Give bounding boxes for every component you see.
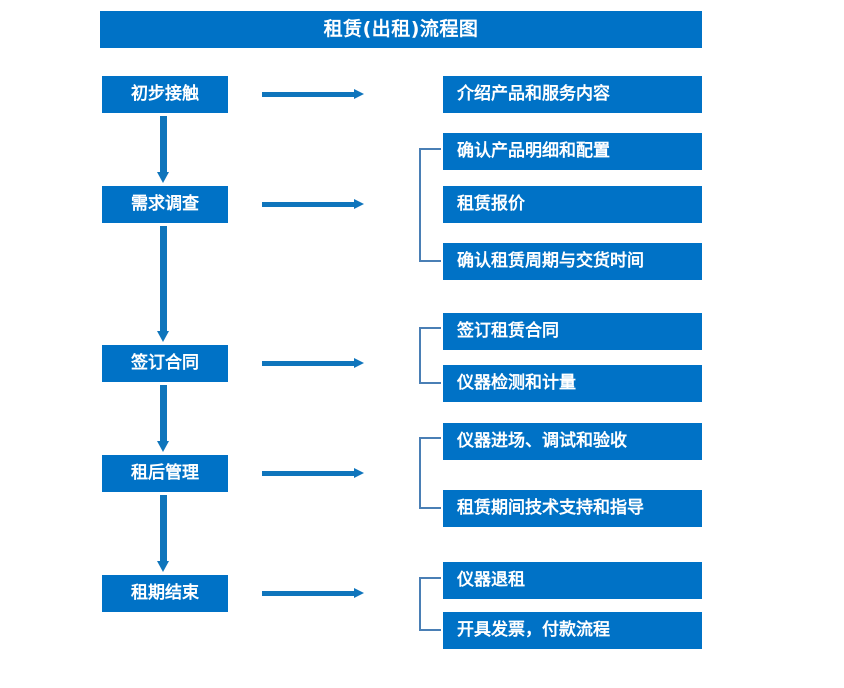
detail-node-label: 确认租赁周期与交货时间: [457, 251, 644, 271]
arrow-stem: [262, 92, 354, 97]
detail-node-label: 开具发票，付款流程: [457, 620, 610, 640]
stage-node-label: 签订合同: [131, 353, 199, 373]
arrow-stem: [160, 495, 167, 561]
arrow-head: [157, 561, 169, 572]
detail-node[interactable]: 租赁期间技术支持和指导: [443, 490, 702, 527]
stage-node-label: 初步接触: [131, 84, 199, 104]
group-bracket-icon: [419, 577, 441, 631]
detail-node-label: 租赁报价: [457, 194, 525, 214]
detail-node[interactable]: 租赁报价: [443, 186, 702, 223]
detail-node[interactable]: 开具发票，付款流程: [443, 612, 702, 649]
arrow-stem: [160, 385, 167, 441]
arrow-head: [354, 89, 364, 99]
vertical-arrow-icon: [157, 116, 170, 183]
detail-node[interactable]: 确认产品明细和配置: [443, 133, 702, 170]
detail-node-label: 确认产品明细和配置: [457, 141, 610, 161]
detail-node[interactable]: 确认租赁周期与交货时间: [443, 243, 702, 280]
detail-node-label: 仪器退租: [457, 570, 525, 590]
arrow-stem: [262, 591, 354, 596]
arrow-head: [354, 199, 364, 209]
vertical-arrow-icon: [157, 385, 170, 452]
arrow-stem: [262, 471, 354, 476]
detail-node[interactable]: 仪器进场、调试和验收: [443, 423, 702, 460]
vertical-arrow-icon: [157, 495, 170, 572]
detail-node[interactable]: 仪器检测和计量: [443, 365, 702, 402]
arrow-stem: [262, 202, 354, 207]
detail-node-label: 签订租赁合同: [457, 321, 559, 341]
arrow-stem: [160, 226, 167, 331]
chart-title-bar: 租赁(出租)流程图: [100, 11, 702, 48]
detail-node-label: 介绍产品和服务内容: [457, 84, 610, 104]
arrow-stem: [160, 116, 167, 172]
group-bracket-icon: [419, 437, 441, 509]
horizontal-arrow-icon: [262, 89, 364, 100]
arrow-stem: [262, 361, 354, 366]
stage-node-label: 租期结束: [131, 583, 199, 603]
page-title: 租赁(出租)流程图: [323, 18, 479, 40]
stage-node-label: 需求调查: [131, 194, 199, 214]
detail-node[interactable]: 介绍产品和服务内容: [443, 76, 702, 113]
arrow-head: [157, 441, 169, 452]
stage-node[interactable]: 初步接触: [102, 76, 228, 113]
detail-node[interactable]: 签订租赁合同: [443, 313, 702, 350]
horizontal-arrow-icon: [262, 468, 364, 479]
detail-node-label: 仪器进场、调试和验收: [457, 431, 627, 451]
group-bracket-icon: [419, 327, 441, 384]
stage-node[interactable]: 租后管理: [102, 455, 228, 492]
detail-node-label: 仪器检测和计量: [457, 373, 576, 393]
arrow-head: [354, 358, 364, 368]
stage-node[interactable]: 租期结束: [102, 575, 228, 612]
arrow-head: [157, 172, 169, 183]
arrow-head: [354, 588, 364, 598]
detail-node-label: 租赁期间技术支持和指导: [457, 498, 644, 518]
vertical-arrow-icon: [157, 226, 170, 342]
stage-node-label: 租后管理: [131, 463, 199, 483]
arrow-head: [354, 468, 364, 478]
arrow-head: [157, 331, 169, 342]
stage-node[interactable]: 需求调查: [102, 186, 228, 223]
detail-node[interactable]: 仪器退租: [443, 562, 702, 599]
horizontal-arrow-icon: [262, 358, 364, 369]
horizontal-arrow-icon: [262, 588, 364, 599]
stage-node[interactable]: 签订合同: [102, 345, 228, 382]
group-bracket-icon: [419, 148, 441, 262]
horizontal-arrow-icon: [262, 199, 364, 210]
